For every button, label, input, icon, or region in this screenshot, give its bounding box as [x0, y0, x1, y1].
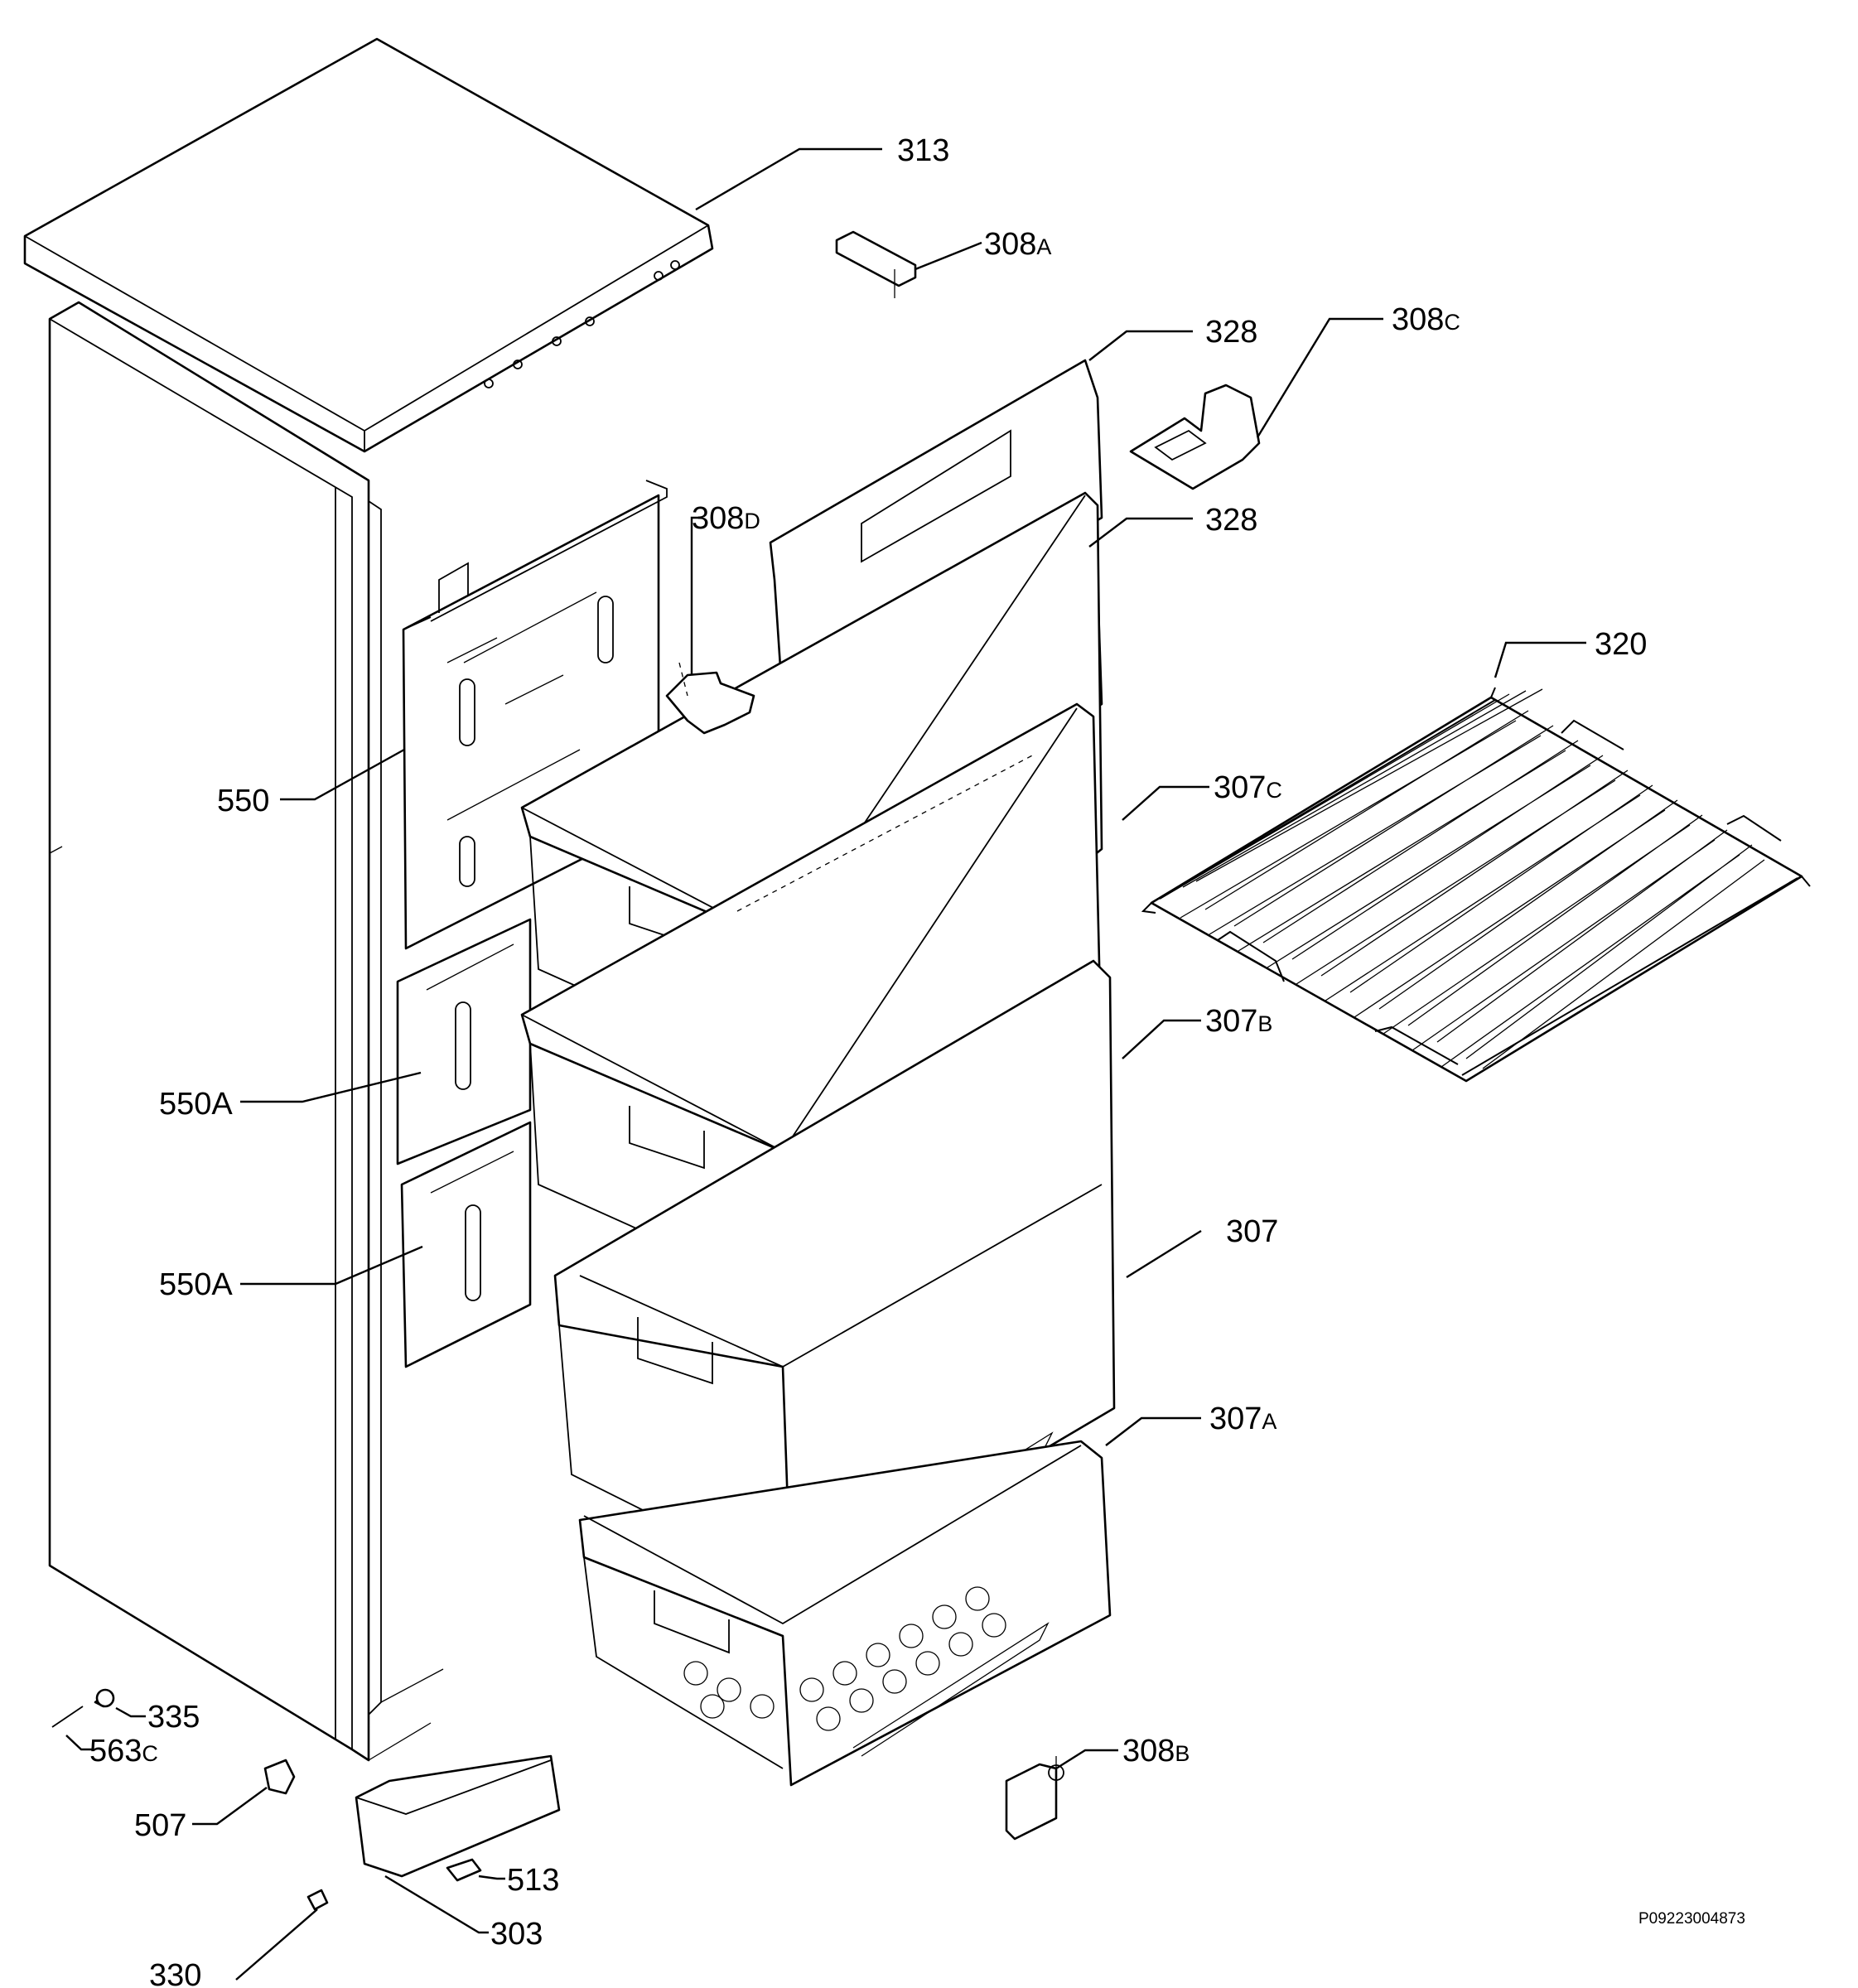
hinge-part-308a: [835, 230, 917, 298]
label-550a-upper: 550A: [159, 1087, 233, 1122]
ice-cube-pattern: [683, 1586, 1006, 1731]
evaporator-panel-550a-upper: [396, 918, 532, 1165]
label-307b: 307B: [1205, 1004, 1272, 1039]
label-308d: 308D: [692, 501, 760, 536]
label-550: 550: [217, 784, 269, 818]
plinth-303: [355, 1754, 561, 1878]
label-563c: 563C: [89, 1734, 158, 1768]
label-308b: 308B: [1122, 1734, 1190, 1768]
leader-lines: [65, 147, 1586, 1981]
label-308c: 308C: [1392, 302, 1460, 337]
label-303: 303: [490, 1917, 543, 1952]
freezer-drawer-307a: [578, 1440, 1112, 1787]
label-328-upper: 328: [1205, 315, 1257, 350]
label-307a: 307A: [1209, 1402, 1276, 1436]
small-parts-misc: [51, 1688, 482, 1911]
label-313: 313: [897, 133, 949, 168]
label-507: 507: [134, 1808, 186, 1843]
hinge-part-308c: [1129, 384, 1261, 490]
label-330: 330: [149, 1958, 201, 1988]
hinge-part-308d: [665, 671, 755, 735]
alignment-guides: [678, 662, 1036, 912]
flap-lid-328-upper: [769, 359, 1103, 706]
label-308a: 308A: [984, 227, 1051, 262]
label-550a-lower: 550A: [159, 1267, 233, 1302]
drawing-code: P09223004873: [1638, 1910, 1745, 1928]
label-513: 513: [507, 1863, 559, 1898]
wire-shelf-320: [1141, 687, 1811, 1083]
label-320: 320: [1595, 627, 1647, 662]
hinge-part-308b: [1005, 1756, 1064, 1841]
evaporator-panel-550a-lower: [400, 1121, 532, 1368]
label-328-lower: 328: [1205, 503, 1257, 538]
callout-labels: 313 308A 308C 328 308D 328 320 550 307C …: [89, 133, 1745, 1988]
cabinet-body: [48, 301, 444, 1762]
top-cover-313: [23, 37, 714, 453]
label-307: 307: [1226, 1214, 1278, 1249]
label-307c: 307C: [1214, 770, 1282, 805]
label-335: 335: [147, 1700, 200, 1735]
